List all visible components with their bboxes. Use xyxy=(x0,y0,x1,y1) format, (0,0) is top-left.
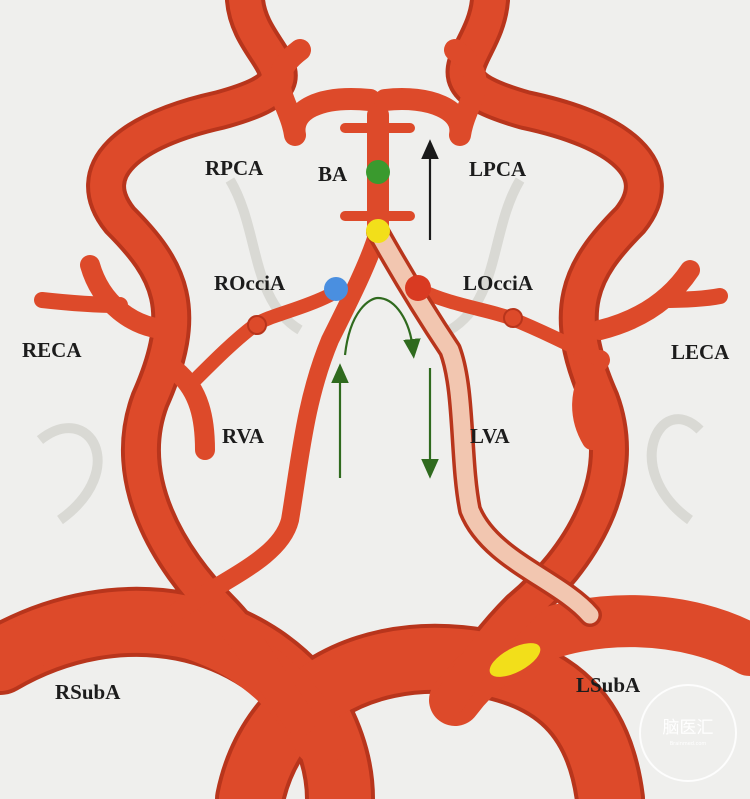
right-posterior-cerebral xyxy=(268,39,381,146)
right-common-carotid xyxy=(90,0,316,736)
markers xyxy=(324,160,541,677)
watermark-text: 脑医汇 xyxy=(663,718,714,738)
label-locci: LOcciA xyxy=(463,271,534,295)
label-reca: RECA xyxy=(22,338,82,362)
right-occipital-branch xyxy=(188,288,337,387)
left-posterior-cerebral xyxy=(374,39,487,146)
blue-marker xyxy=(324,277,348,301)
flow-arrows xyxy=(331,139,439,479)
right-external-carotid-loop xyxy=(165,360,215,460)
label-rocci: ROcciA xyxy=(214,271,286,295)
left-occipital-node xyxy=(503,308,523,328)
faint-background-artwork xyxy=(36,177,704,525)
yellow-marker xyxy=(366,219,390,243)
labels: RPCA BA LPCA ROcciA LOcciA RECA LECA RVA… xyxy=(22,156,730,704)
label-rpca: RPCA xyxy=(205,156,264,180)
green-flow-arc xyxy=(343,296,421,359)
left-external-carotid-branch xyxy=(652,288,728,308)
watermark-subtext: Brainmed.com xyxy=(670,741,707,747)
label-lpca: LPCA xyxy=(469,157,527,181)
label-rsuba: RSubA xyxy=(55,680,121,704)
right-external-carotid-branch xyxy=(34,292,128,313)
red-marker xyxy=(405,275,431,301)
left-vertebral-artery xyxy=(369,223,599,624)
left-external-carotid xyxy=(590,260,700,340)
left-external-carotid-loop xyxy=(572,350,610,450)
watermark-logo: 脑医汇 Brainmed.com xyxy=(639,684,737,782)
label-lsuba: LSubA xyxy=(576,673,641,697)
right-vertebral-artery xyxy=(156,223,387,629)
right-occipital-node xyxy=(247,315,267,335)
yellow-stenosis-marker xyxy=(489,643,541,677)
label-lva: LVA xyxy=(470,424,511,448)
label-ba: BA xyxy=(318,162,348,186)
label-rva: RVA xyxy=(222,424,265,448)
green-marker xyxy=(366,160,390,184)
label-leca: LECA xyxy=(671,340,730,364)
